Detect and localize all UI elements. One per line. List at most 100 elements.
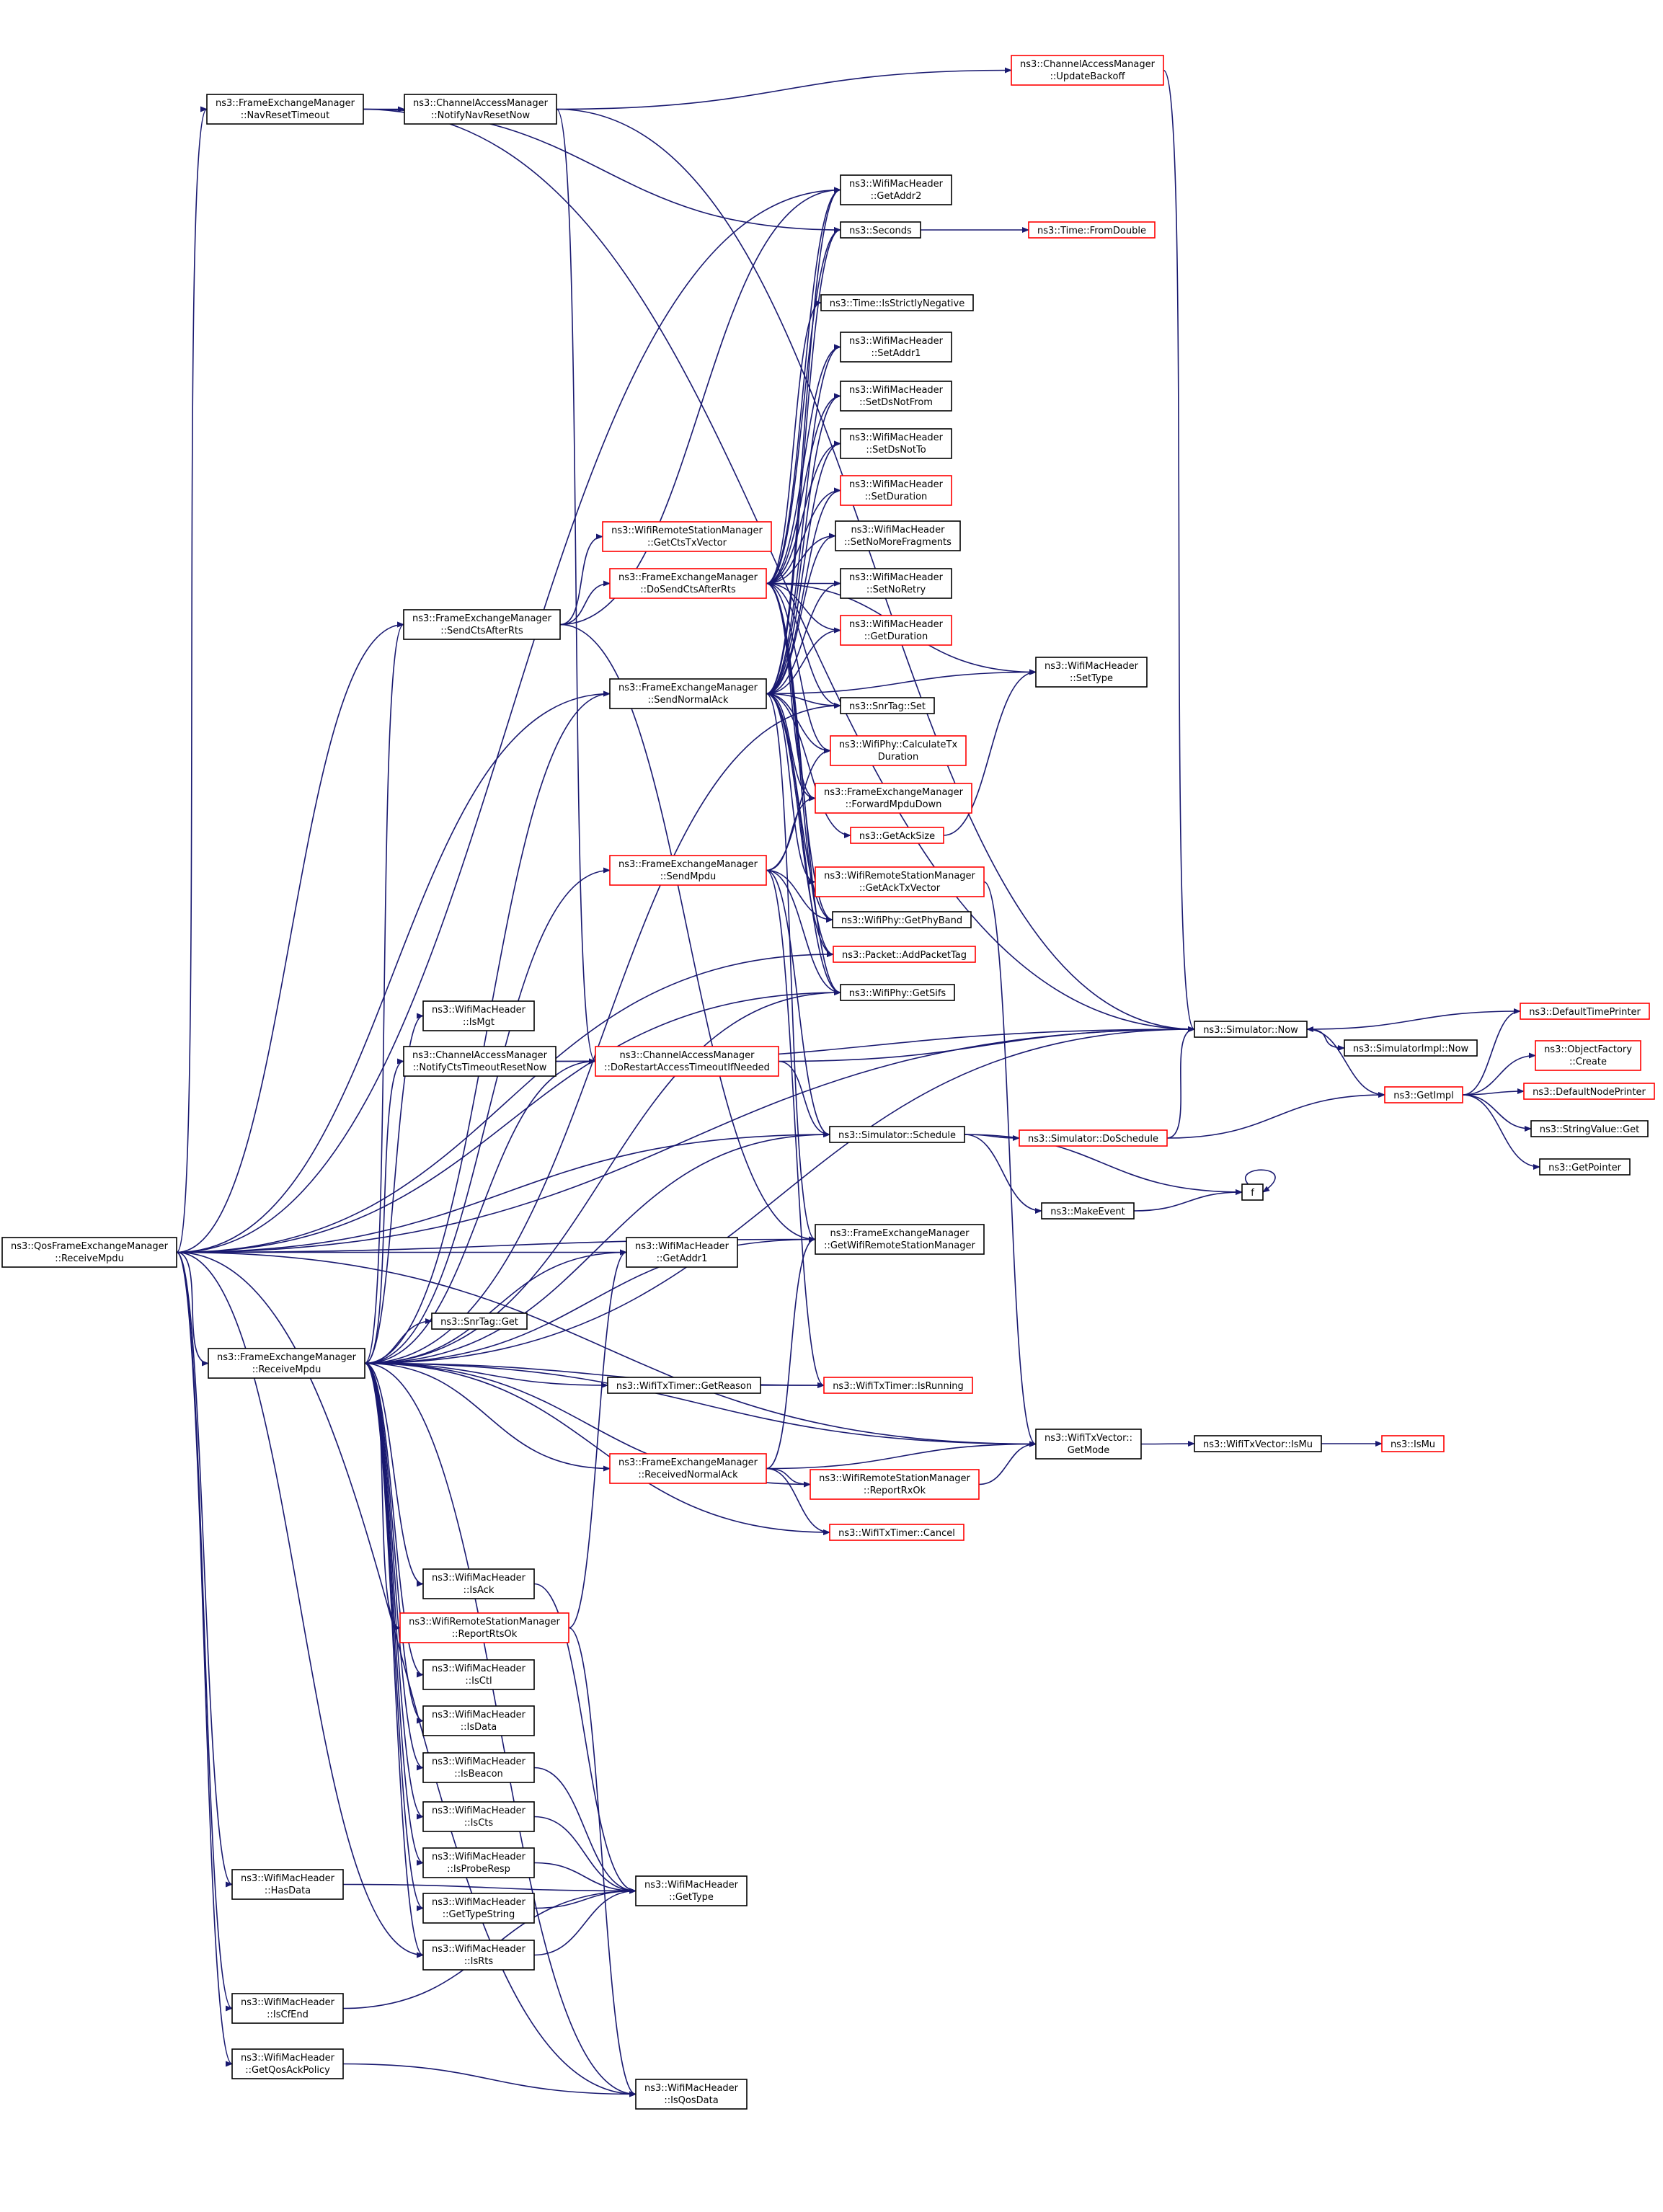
node-label: ns3::Simulator::Now xyxy=(1203,1025,1298,1036)
node-setAddr1[interactable]: ns3::WifiMacHeader::SetAddr1 xyxy=(840,332,952,363)
node-isAck[interactable]: ns3::WifiMacHeader::IsAck xyxy=(422,1568,535,1599)
node-isMgt[interactable]: ns3::WifiMacHeader::IsMgt xyxy=(422,1000,535,1031)
node-isCtl[interactable]: ns3::WifiMacHeader::IsCtl xyxy=(422,1659,535,1690)
node-receiveMpdu[interactable]: ns3::FrameExchangeManager::ReceiveMpdu xyxy=(208,1348,365,1379)
node-simDoSchedule[interactable]: ns3::Simulator::DoSchedule xyxy=(1019,1129,1168,1147)
node-root[interactable]: ns3::QosFrameExchangeManager::ReceiveMpd… xyxy=(1,1237,177,1268)
edge-isCts-to-getType xyxy=(533,1816,637,1894)
node-simImplNow[interactable]: ns3::SimulatorImpl::Now xyxy=(1344,1039,1478,1057)
node-strValGet[interactable]: ns3::StringValue::Get xyxy=(1530,1120,1649,1137)
node-getCtsTxVector[interactable]: ns3::WifiRemoteStationManager::GetCtsTxV… xyxy=(602,521,772,552)
node-isCts[interactable]: ns3::WifiMacHeader::IsCts xyxy=(422,1801,535,1832)
node-label: ns3::MakeEvent xyxy=(1050,1207,1125,1217)
node-sendMpdu[interactable]: ns3::FrameExchangeManager::SendMpdu xyxy=(609,855,767,886)
node-sendCts[interactable]: ns3::FrameExchangeManager::SendCtsAfterR… xyxy=(403,609,561,640)
node-isBeacon[interactable]: ns3::WifiMacHeader::IsBeacon xyxy=(422,1752,535,1783)
node-box xyxy=(829,1524,964,1541)
edge-receiveMpdu-to-simSchedule xyxy=(364,1132,830,1364)
node-box xyxy=(820,294,974,311)
node-getDuration[interactable]: ns3::WifiMacHeader::GetDuration xyxy=(840,615,952,646)
node-getSifs[interactable]: ns3::WifiPhy::GetSifs xyxy=(840,984,955,1001)
node-label: ns3::WifiTxVector:: xyxy=(1045,1433,1132,1444)
node-setDuration[interactable]: ns3::WifiMacHeader::SetDuration xyxy=(840,475,952,506)
node-setDsNotFrom[interactable]: ns3::WifiMacHeader::SetDsNotFrom xyxy=(840,381,952,412)
node-objFactory[interactable]: ns3::ObjectFactory::Create xyxy=(1535,1040,1641,1071)
node-box xyxy=(840,475,952,506)
node-snrGet[interactable]: ns3::SnrTag::Get xyxy=(431,1312,528,1330)
node-box xyxy=(431,1312,528,1330)
node-doSendCts[interactable]: ns3::FrameExchangeManager::DoSendCtsAfte… xyxy=(609,568,767,599)
node-isRunning[interactable]: ns3::WifiTxTimer::IsRunning xyxy=(823,1377,973,1394)
node-setDsNotTo[interactable]: ns3::WifiMacHeader::SetDsNotTo xyxy=(840,428,952,459)
edge-isProbeResp-to-getType xyxy=(533,1862,637,1894)
edge-doSendCts-to-snrSet xyxy=(766,582,841,709)
node-hasData[interactable]: ns3::WifiMacHeader::HasData xyxy=(231,1869,344,1900)
node-setType[interactable]: ns3::WifiMacHeader::SetType xyxy=(1035,657,1148,688)
node-snrSet[interactable]: ns3::SnrTag::Set xyxy=(840,697,935,714)
edge-root-to-sendNormalAck xyxy=(176,690,611,1253)
edge-root-to-isQosData xyxy=(176,1251,637,2097)
node-notifyCtsTimeout[interactable]: ns3::ChannelAccessManager::NotifyCtsTime… xyxy=(403,1046,556,1077)
edge-receiveMpdu-to-getSifs xyxy=(364,990,841,1364)
node-getAckSize[interactable]: ns3::GetAckSize xyxy=(850,827,944,844)
node-isCfEnd[interactable]: ns3::WifiMacHeader::IsCfEnd xyxy=(231,1993,344,2024)
edge-sendNormalAck-to-getAckSize xyxy=(766,693,851,838)
node-getQosAck[interactable]: ns3::WifiMacHeader::GetQosAckPolicy xyxy=(231,2048,344,2079)
node-doRestart[interactable]: ns3::ChannelAccessManager::DoRestartAcce… xyxy=(595,1046,779,1077)
edge-sendNormalAck-to-setDuration xyxy=(766,487,841,695)
edge-reportRxOk-to-getMode xyxy=(978,1441,1037,1485)
node-label: GetMode xyxy=(1068,1445,1110,1456)
node-isRts[interactable]: ns3::WifiMacHeader::IsRts xyxy=(422,1940,535,1971)
node-isMu[interactable]: ns3::IsMu xyxy=(1381,1435,1445,1452)
node-getTypeString[interactable]: ns3::WifiMacHeader::GetTypeString xyxy=(422,1893,535,1924)
node-recvNormalAck[interactable]: ns3::FrameExchangeManager::ReceivedNorma… xyxy=(609,1453,767,1484)
edge-receiveMpdu-to-isCts xyxy=(364,1362,424,1820)
node-updateBackoff[interactable]: ns3::ChannelAccessManager::UpdateBackoff xyxy=(1011,55,1164,86)
node-getType[interactable]: ns3::WifiMacHeader::GetType xyxy=(635,1875,748,1906)
node-label: ::IsData xyxy=(461,1722,497,1733)
node-box xyxy=(1035,1429,1142,1460)
node-simSchedule[interactable]: ns3::Simulator::Schedule xyxy=(829,1126,965,1143)
node-getPhyBand[interactable]: ns3::WifiPhy::GetPhyBand xyxy=(832,911,972,928)
node-box xyxy=(422,1893,535,1924)
node-label: ns3::WifiPhy::GetSifs xyxy=(849,988,946,999)
node-getAckTxVector[interactable]: ns3::WifiRemoteStationManager::GetAckTxV… xyxy=(815,866,985,897)
node-isQosData[interactable]: ns3::WifiMacHeader::IsQosData xyxy=(635,2079,748,2110)
node-getAddr2[interactable]: ns3::WifiMacHeader::GetAddr2 xyxy=(840,174,952,205)
node-isData[interactable]: ns3::WifiMacHeader::IsData xyxy=(422,1705,535,1736)
node-getReason[interactable]: ns3::WifiTxTimer::GetReason xyxy=(607,1377,761,1394)
node-reportRtsOk[interactable]: ns3::WifiRemoteStationManager::ReportRts… xyxy=(399,1612,569,1643)
node-box xyxy=(815,783,972,814)
node-isStrictlyNeg[interactable]: ns3::Time::IsStrictlyNegative xyxy=(820,294,974,311)
node-defNodePrinter[interactable]: ns3::DefaultNodePrinter xyxy=(1523,1083,1655,1100)
node-label: ns3::WifiMacHeader xyxy=(432,1573,526,1584)
node-sendNormalAck[interactable]: ns3::FrameExchangeManager::SendNormalAck xyxy=(609,678,767,709)
node-getMode[interactable]: ns3::WifiTxVector::GetMode xyxy=(1035,1429,1142,1460)
node-simNow[interactable]: ns3::Simulator::Now xyxy=(1194,1021,1308,1038)
node-setNoRetry[interactable]: ns3::WifiMacHeader::SetNoRetry xyxy=(840,568,952,599)
node-isMuVec[interactable]: ns3::WifiTxVector::IsMu xyxy=(1194,1435,1322,1452)
node-defTimePrinter[interactable]: ns3::DefaultTimePrinter xyxy=(1520,1003,1650,1020)
node-isProbeResp[interactable]: ns3::WifiMacHeader::IsProbeResp xyxy=(422,1847,535,1878)
node-box xyxy=(422,1801,535,1832)
node-navReset[interactable]: ns3::FrameExchangeManager::NavResetTimeo… xyxy=(206,94,364,125)
node-notifyNav[interactable]: ns3::ChannelAccessManager::NotifyNavRese… xyxy=(404,94,557,125)
node-getWrsm[interactable]: ns3::FrameExchangeManager::GetWifiRemote… xyxy=(815,1224,985,1255)
node-fwdMpduDown[interactable]: ns3::FrameExchangeManager::ForwardMpduDo… xyxy=(815,783,972,814)
node-label: ns3::WifiTxVector::IsMu xyxy=(1203,1439,1313,1450)
node-box xyxy=(609,568,767,599)
node-setNoMoreFrag[interactable]: ns3::WifiMacHeader::SetNoMoreFragments xyxy=(835,520,961,551)
node-getImpl[interactable]: ns3::GetImpl xyxy=(1384,1086,1463,1103)
edge-simSchedule-to-f xyxy=(964,1134,1243,1195)
node-getPointer[interactable]: ns3::GetPointer xyxy=(1539,1158,1631,1176)
node-f[interactable]: f xyxy=(1241,1183,1264,1201)
node-txCancel[interactable]: ns3::WifiTxTimer::Cancel xyxy=(829,1524,964,1541)
node-makeEvent[interactable]: ns3::MakeEvent xyxy=(1041,1202,1135,1220)
node-seconds[interactable]: ns3::Seconds xyxy=(840,221,921,239)
node-addPacketTag[interactable]: ns3::Packet::AddPacketTag xyxy=(833,946,976,963)
node-fromDouble[interactable]: ns3::Time::FromDouble xyxy=(1028,221,1156,239)
node-box xyxy=(635,1875,748,1906)
node-reportRxOk[interactable]: ns3::WifiRemoteStationManager::ReportRxO… xyxy=(810,1469,980,1500)
node-getAddr1[interactable]: ns3::WifiMacHeader::GetAddr1 xyxy=(626,1237,738,1268)
